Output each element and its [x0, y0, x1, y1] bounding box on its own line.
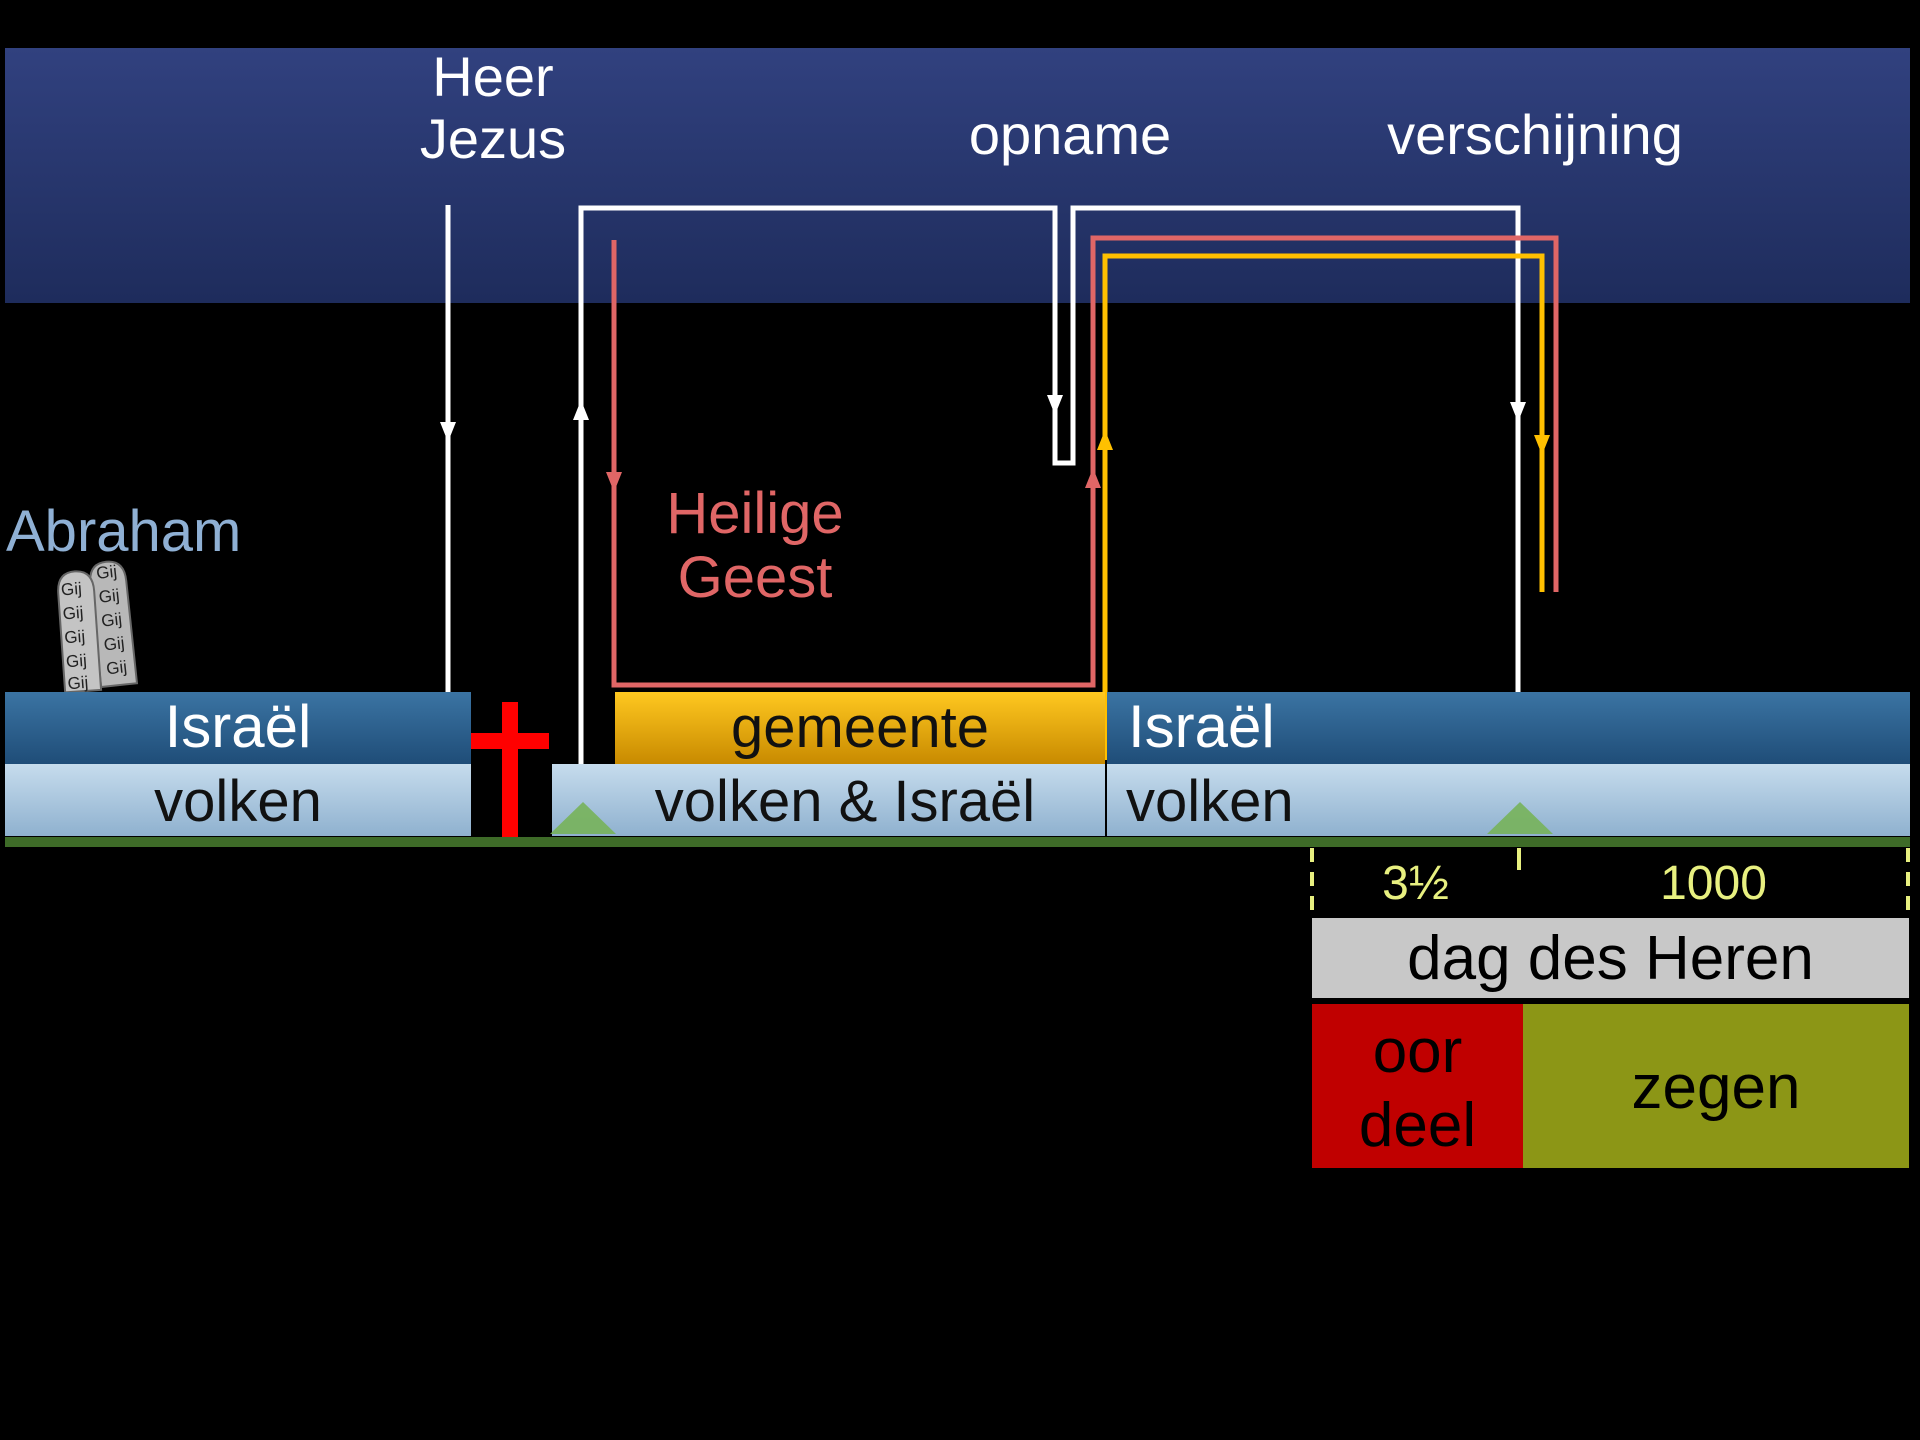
jezus-line: Jezus — [419, 106, 567, 170]
verschijning-label: verschijning — [1387, 103, 1683, 166]
spirit-line-1: Heilige — [666, 481, 844, 546]
israel-label-right: Israël — [1128, 693, 1275, 760]
day-of-lord-label: dag des Heren — [1407, 924, 1814, 993]
spirit-arrow-up — [1085, 468, 1101, 488]
incarnation-arrow — [440, 422, 456, 442]
abraham-label: Abraham — [6, 499, 242, 564]
church-path — [1102, 253, 1545, 760]
volken-label-right: volken — [1126, 769, 1294, 834]
svg-text:Gij: Gij — [65, 651, 87, 671]
svg-text:Gij: Gij — [105, 657, 128, 678]
svg-text:Gij: Gij — [95, 562, 118, 583]
judgment-label: oor deel — [1312, 1015, 1523, 1164]
judgment-line-2: deel — [1358, 1091, 1477, 1161]
israel-band-left — [5, 692, 471, 764]
spirit-arrow-down — [606, 472, 622, 492]
volken-band-left — [5, 764, 471, 836]
svg-text:Gij: Gij — [98, 586, 121, 607]
ascension-arrow — [573, 400, 589, 420]
gemeente-label: gemeente — [731, 695, 989, 760]
judgment-block — [1312, 1004, 1523, 1168]
spirit-path — [611, 235, 1559, 688]
volken-israel-band — [552, 764, 1105, 836]
israel-label-left: Israël — [164, 693, 312, 760]
holy-spirit-label: Heilige Geest — [630, 482, 880, 610]
svg-text:Gij: Gij — [103, 633, 126, 654]
volken-label-left: volken — [154, 769, 322, 834]
judgment-line-1: oor — [1372, 1017, 1463, 1086]
heer-jezus-label: Heer Jezus — [393, 46, 593, 169]
period-1000-label: 1000 — [1660, 857, 1767, 910]
mountain-icon — [1487, 802, 1553, 834]
israel-band-right — [1107, 692, 1910, 764]
church-arrow-down — [1534, 435, 1550, 455]
svg-text:Gij: Gij — [67, 673, 89, 692]
day-of-lord-band — [1312, 918, 1909, 998]
svg-text:Gij: Gij — [64, 627, 86, 647]
svg-text:Gij: Gij — [60, 579, 82, 599]
rapture-arrow-down — [1047, 395, 1063, 415]
mountain-icon — [550, 802, 616, 834]
svg-text:Gij: Gij — [100, 609, 123, 630]
gemeente-band — [615, 692, 1105, 764]
heer-line: Heer — [432, 45, 554, 108]
svg-text:Gij: Gij — [62, 603, 84, 623]
volken-israel-label: volken & Israël — [654, 769, 1036, 834]
spirit-line-2: Geest — [677, 544, 833, 610]
opname-label: opname — [968, 103, 1172, 166]
heaven-band — [5, 48, 1910, 303]
blessing-block — [1523, 1004, 1909, 1168]
timeline-ground — [5, 837, 1910, 847]
church-arrow-up — [1097, 430, 1113, 450]
blessing-label: zegen — [1631, 1053, 1801, 1122]
period-3-5-label: 3½ — [1382, 857, 1449, 910]
cross-icon — [471, 702, 549, 837]
christ-path — [578, 205, 1521, 808]
appearing-arrow-down — [1510, 402, 1526, 422]
